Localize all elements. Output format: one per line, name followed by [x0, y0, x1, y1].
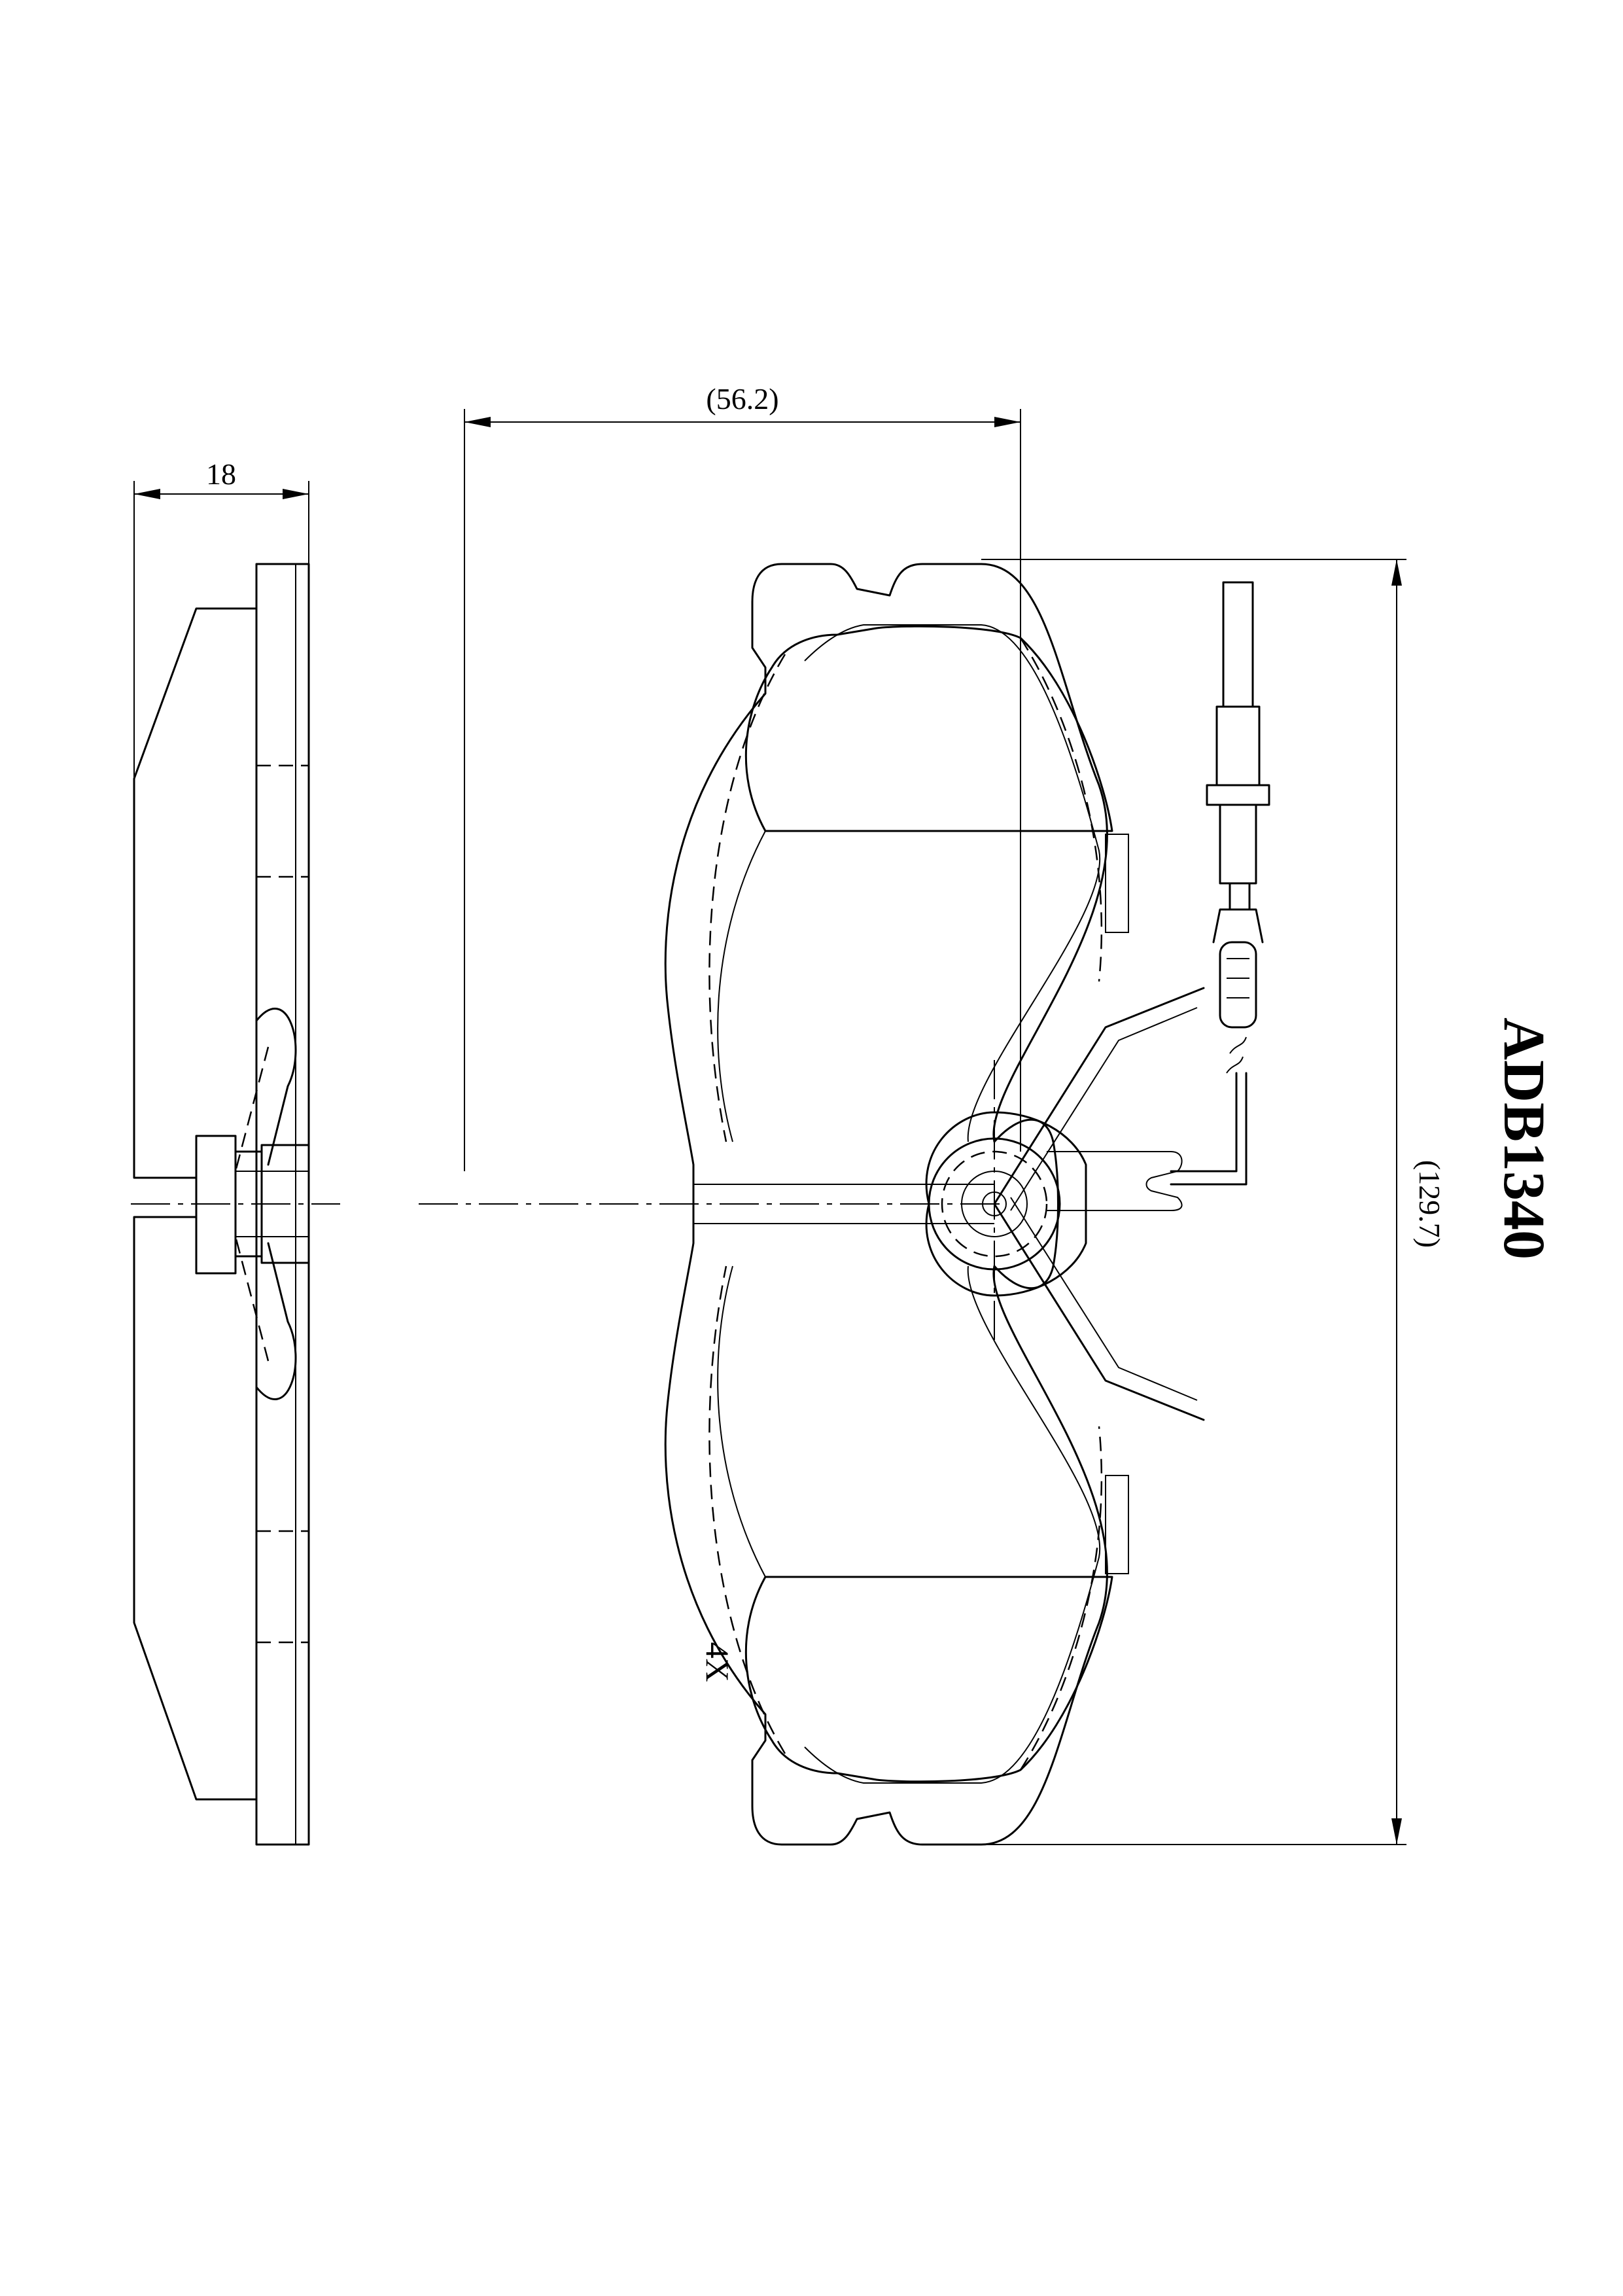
quantity-label: 4X	[699, 1642, 736, 1682]
front-view: 4X	[419, 563, 1270, 1846]
width-dimension: (56.2)	[464, 382, 1021, 1171]
side-view: 18	[131, 457, 340, 1846]
retaining-spring-side	[255, 1008, 297, 1400]
height-dimension: (129.7)	[981, 559, 1446, 1845]
friction-material-front	[744, 625, 1113, 832]
height-label: (129.7)	[1413, 1160, 1446, 1248]
friction-material-side	[133, 607, 258, 1179]
sensor-bolt-front	[925, 1111, 1087, 1297]
retaining-spring-front	[993, 987, 1205, 1421]
thickness-label: 18	[206, 457, 236, 491]
width-label: (56.2)	[706, 382, 778, 415]
part-number: ADB1340	[1492, 1017, 1556, 1260]
wear-sensor	[1170, 581, 1270, 1186]
backing-plate-front	[664, 563, 1108, 1846]
thickness-dimension: 18	[133, 457, 309, 1171]
